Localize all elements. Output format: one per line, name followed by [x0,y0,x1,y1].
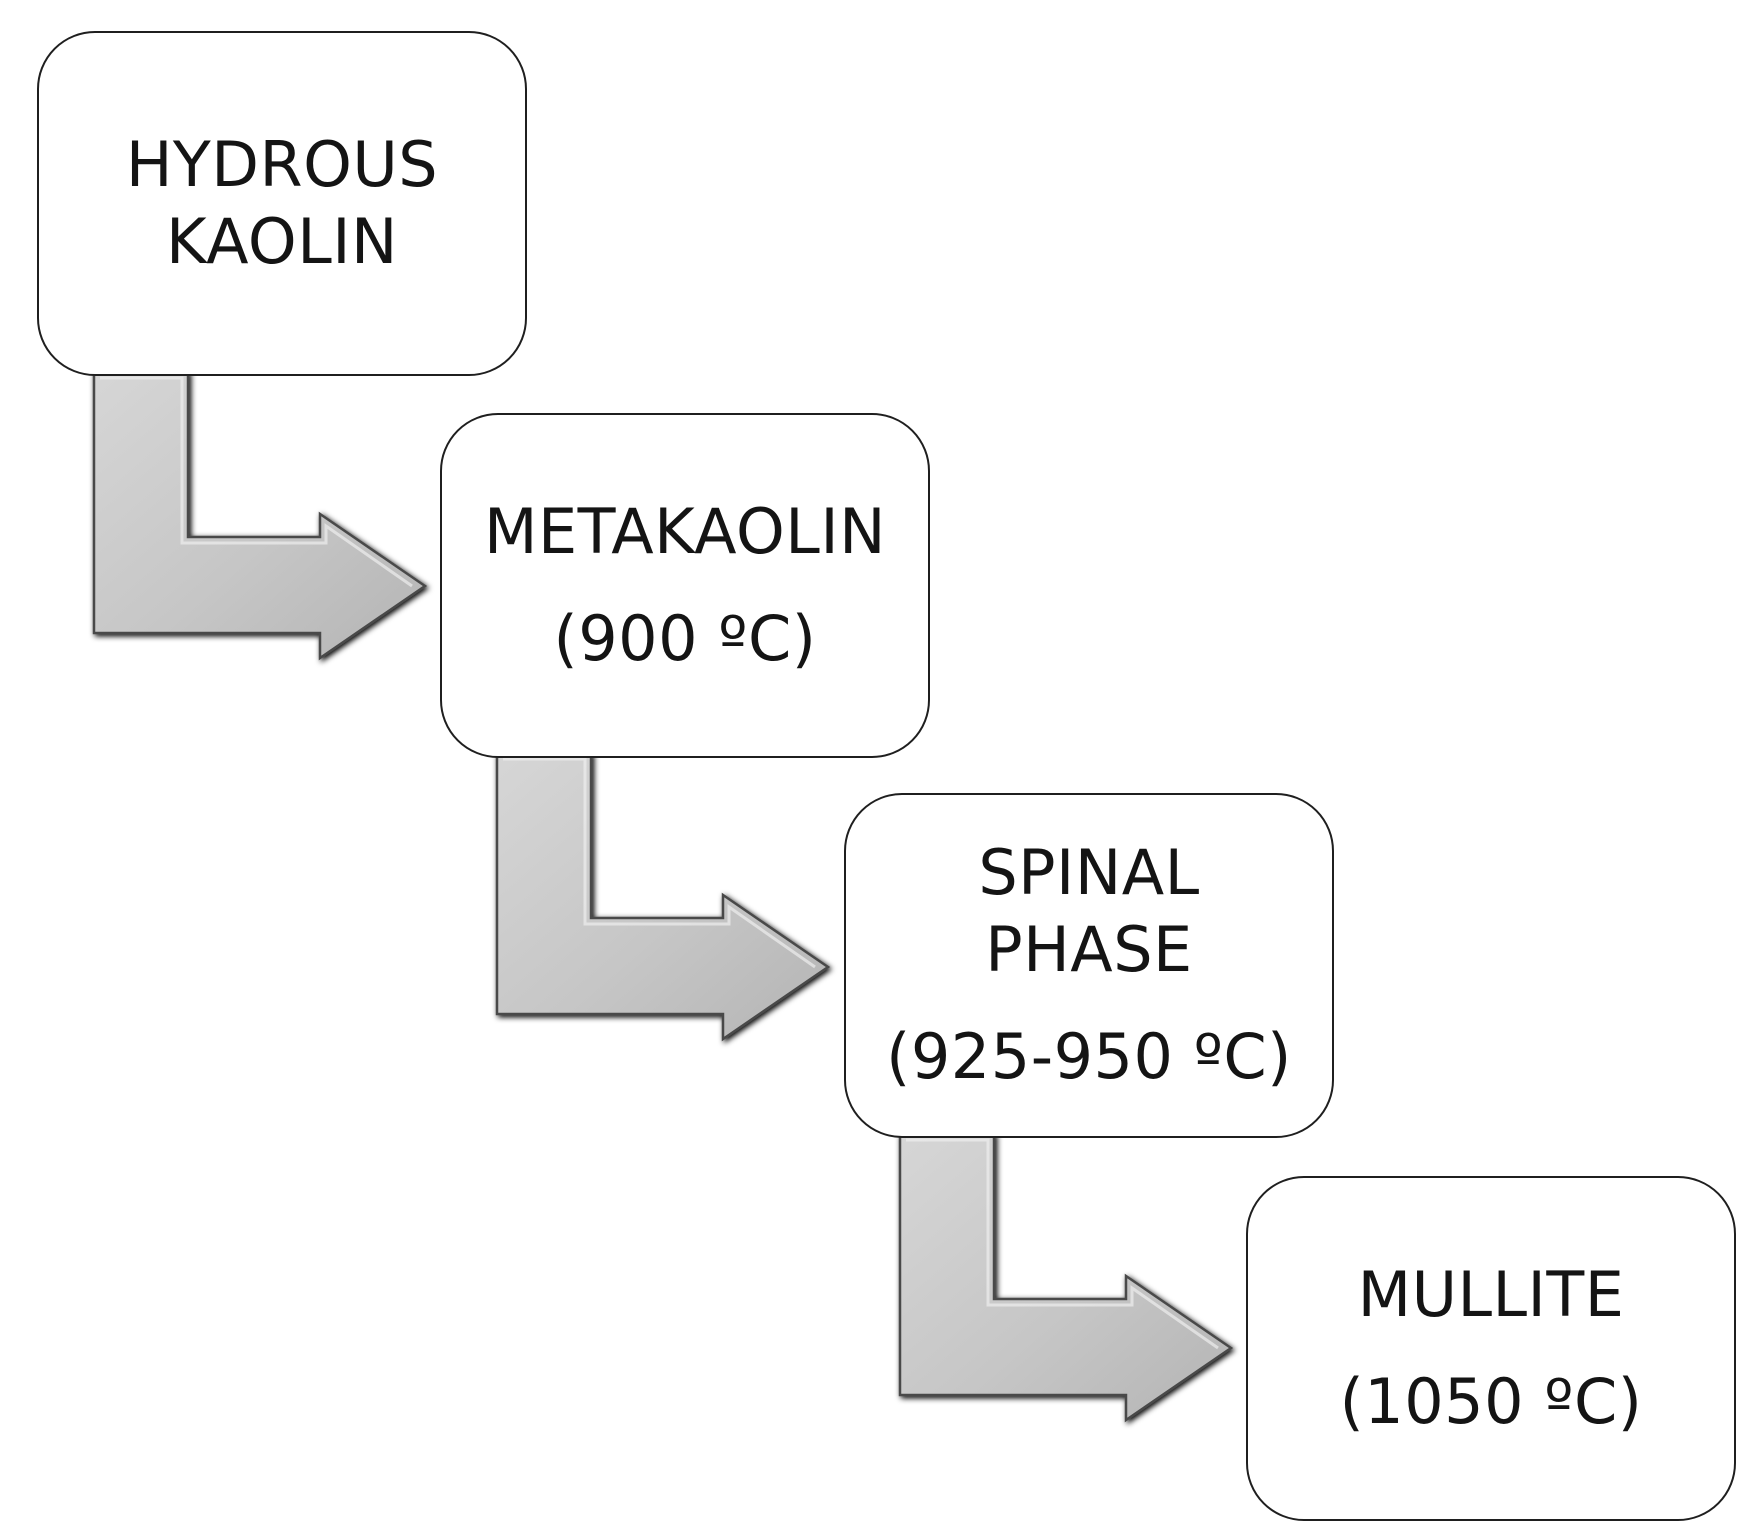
stage-label: SPINAL PHASE [978,836,1200,987]
bent-arrow-connector-3 [898,1132,1234,1423]
stage-box-metakaolin: METAKAOLIN (900 ºC) [440,413,930,758]
arrow-highlight-3 [906,1138,1219,1350]
arrow-highlight-2 [503,757,816,969]
stage-label: HYDROUS KAOLIN [125,127,439,278]
stage-label: METAKAOLIN [483,494,887,568]
stage-label: MULLITE [1357,1257,1625,1331]
stage-temperature: (900 ºC) [553,601,817,675]
stage-box-hydrous-kaolin: HYDROUS KAOLIN [37,31,527,376]
stage-box-mullite: MULLITE (1050 ºC) [1246,1176,1736,1521]
bent-arrow-connector-1 [92,370,428,661]
stage-temperature: (925-950 ºC) [886,1019,1292,1093]
bent-arrow-connector-2 [495,751,831,1042]
stage-box-spinal-phase: SPINAL PHASE (925-950 ºC) [844,793,1334,1138]
arrow-highlight-1 [100,376,413,588]
stage-temperature: (1050 ºC) [1339,1364,1643,1438]
